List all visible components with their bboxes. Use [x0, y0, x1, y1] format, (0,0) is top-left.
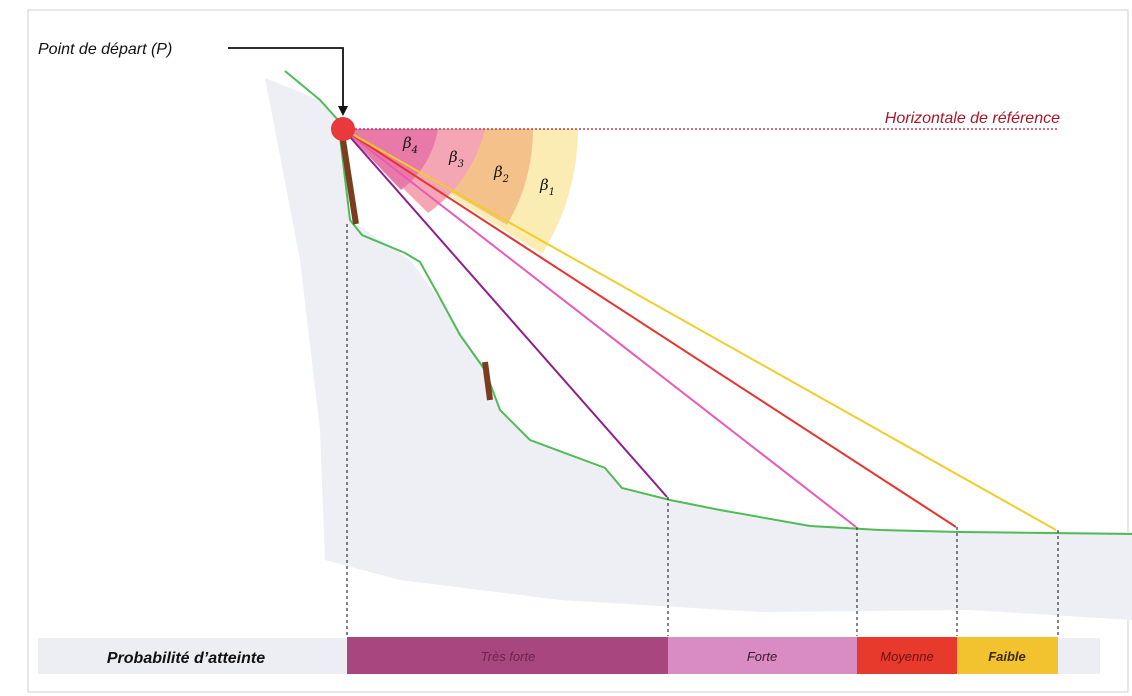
- angle-label-beta4: β4: [402, 134, 418, 156]
- angle-label-beta2: β2: [493, 163, 509, 185]
- start-point-marker: [331, 117, 355, 141]
- arrowhead-icon: [338, 106, 348, 116]
- probability-title: Probabilité d’atteinte: [107, 650, 265, 667]
- band-label-forte: Forte: [747, 649, 777, 664]
- horizontal-reference-label: Horizontale de référence: [885, 110, 1060, 127]
- angle-label-beta1: β1: [539, 176, 555, 198]
- rock-cliff: [340, 139, 359, 225]
- line-beta3: [342, 128, 857, 528]
- band-faible: [957, 637, 1058, 674]
- start-point-arrow: [228, 47, 344, 108]
- terrain-shading: [265, 78, 1132, 620]
- band-tres-forte: [347, 637, 668, 674]
- band-forte: [668, 637, 857, 674]
- band-label-tres-forte: Très forte: [481, 649, 536, 664]
- terrain-profile: [284, 70, 1132, 535]
- line-beta4: [342, 128, 668, 498]
- band-moyenne: [857, 637, 957, 674]
- line-beta1: [342, 128, 1057, 531]
- start-point-label: Point de départ (P): [38, 41, 172, 58]
- line-beta2: [342, 128, 957, 528]
- band-label-faible: Faible: [988, 649, 1026, 664]
- band-label-moyenne: Moyenne: [880, 649, 933, 664]
- angle-label-beta3: β3: [448, 148, 464, 170]
- rock-boulder: [482, 361, 493, 401]
